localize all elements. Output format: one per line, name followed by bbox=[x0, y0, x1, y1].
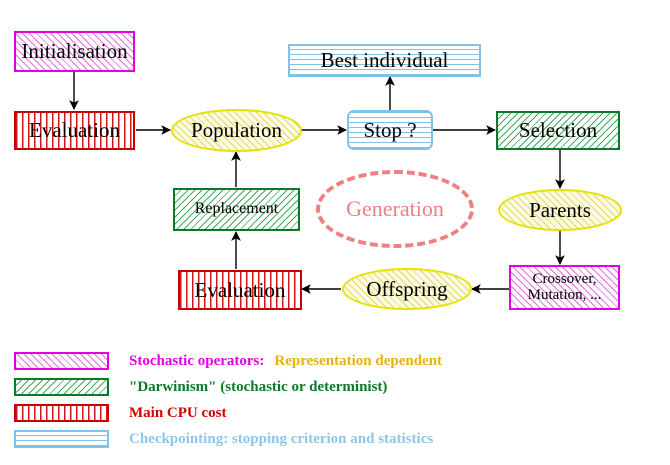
legend-swatch-green-hatch bbox=[14, 378, 109, 396]
legend-swatch-magenta-hatch bbox=[14, 352, 109, 370]
node-evaluation-top-label: Evaluation bbox=[29, 118, 120, 143]
legend-row-stochastic-operators: Stochastic operators: Representation dep… bbox=[14, 352, 442, 370]
node-stop-label: Stop ? bbox=[363, 117, 417, 142]
legend-label-stochastic-operators: Stochastic operators: bbox=[129, 352, 265, 369]
legend-swatch-red-hatch bbox=[14, 404, 109, 422]
node-selection-label: Selection bbox=[518, 118, 598, 143]
node-best-individual[interactable]: Best individual bbox=[288, 44, 481, 77]
legend-label-representation-dependent: Representation dependent bbox=[274, 352, 443, 369]
node-parents-label: Parents bbox=[529, 197, 591, 222]
node-variation-label-line2: Mutation, ... bbox=[527, 286, 602, 303]
node-generation: Generation bbox=[316, 170, 474, 248]
node-replacement[interactable]: Replacement bbox=[173, 188, 300, 231]
legend-label-checkpointing: Checkpointing: stopping criterion and st… bbox=[129, 430, 434, 447]
node-selection[interactable]: Selection bbox=[496, 111, 620, 150]
node-parents[interactable]: Parents bbox=[498, 189, 622, 231]
node-stop[interactable]: Stop ? bbox=[347, 110, 433, 150]
node-evaluation-bottom[interactable]: Evaluation bbox=[178, 270, 302, 310]
legend-swatch-blue-lines bbox=[14, 430, 109, 448]
legend-row-main-cpu-cost: Main CPU cost bbox=[14, 404, 227, 422]
node-population-label: Population bbox=[190, 118, 282, 143]
node-replacement-label: Replacement bbox=[194, 200, 279, 218]
node-evaluation-top[interactable]: Evaluation bbox=[14, 111, 135, 150]
node-generation-label: Generation bbox=[346, 196, 444, 221]
node-population[interactable]: Population bbox=[171, 109, 302, 152]
node-best-individual-label: Best individual bbox=[320, 48, 449, 73]
node-offspring[interactable]: Offspring bbox=[342, 268, 472, 310]
node-offspring-label: Offspring bbox=[366, 276, 448, 301]
legend-row-checkpointing: Checkpointing: stopping criterion and st… bbox=[14, 430, 433, 448]
node-initialisation-label: Initialisation bbox=[21, 39, 128, 64]
node-variation[interactable]: Crossover, Mutation, ... bbox=[509, 265, 620, 310]
legend-label-darwinism: "Darwinism" (stochastic or determinist) bbox=[129, 378, 388, 395]
node-variation-label-line1: Crossover, bbox=[532, 270, 597, 287]
node-evaluation-bottom-label: Evaluation bbox=[194, 277, 286, 302]
node-initialisation[interactable]: Initialisation bbox=[14, 31, 135, 72]
legend-row-darwinism: "Darwinism" (stochastic or determinist) bbox=[14, 378, 387, 396]
legend-label-main-cpu-cost: Main CPU cost bbox=[129, 404, 227, 421]
